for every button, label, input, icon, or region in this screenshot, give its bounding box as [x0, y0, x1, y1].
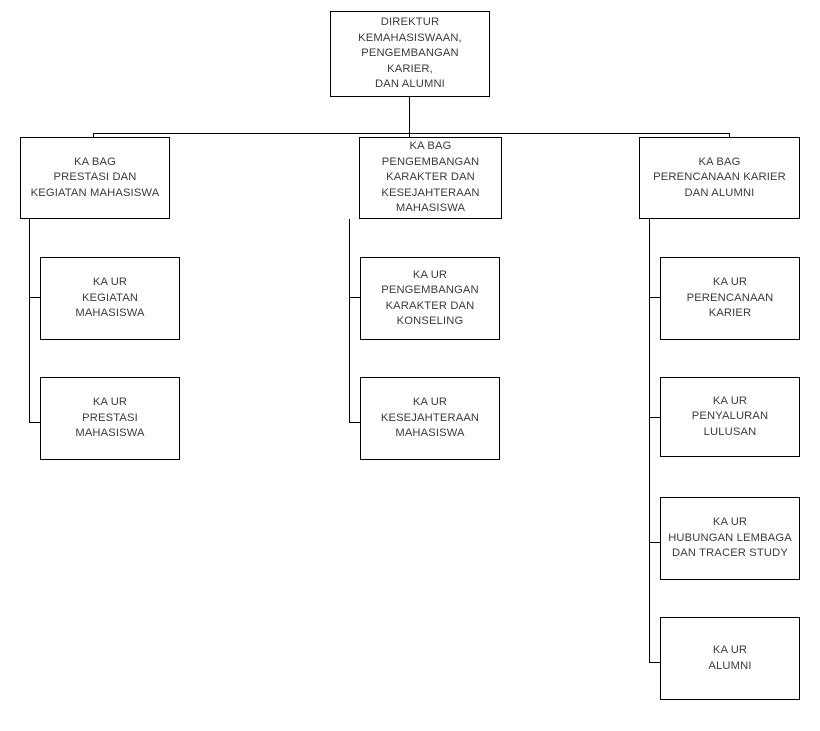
connector-stub-ur-penyaluran-lulusan — [649, 417, 661, 419]
node-direktur-label: DIREKTUR KEMAHASISWAAN, PENGEMBANGAN KAR… — [358, 16, 462, 91]
node-ka-ur-pengembangan-karakter-konseling[interactable]: KA UR PENGEMBANGAN KARAKTER DAN KONSELIN… — [360, 257, 500, 340]
node-ka-ur-penyaluran-lulusan[interactable]: KA UR PENYALURAN LULUSAN — [660, 377, 800, 457]
node-ka-bag-prestasi-label: KA BAG PRESTASI DAN KEGIATAN MAHASISWA — [30, 155, 160, 199]
node-ka-ur-hubungan-lembaga-label: KA UR HUBUNGAN LEMBAGA DAN TRACER STUDY — [668, 516, 792, 560]
node-ka-ur-kegiatan-mahasiswa[interactable]: KA UR KEGIATAN MAHASISWA — [40, 257, 180, 340]
connector-level2-bus — [93, 133, 730, 135]
node-direktur[interactable]: DIREKTUR KEMAHASISWAAN, PENGEMBANGAN KAR… — [330, 11, 490, 97]
node-ka-bag-perencanaan-karier[interactable]: KA BAG PERENCANAAN KARIER DAN ALUMNI — [639, 137, 800, 219]
node-ka-bag-pengembangan-karakter-label: KA BAG PENGEMBANGAN KARAKTER DAN KESEJAH… — [381, 140, 480, 215]
node-ka-ur-penyaluran-lulusan-label: KA UR PENYALURAN LULUSAN — [691, 394, 769, 438]
connector-stub-ur-kegiatan-mahasiswa — [29, 297, 41, 299]
node-ka-ur-perencanaan-karier-label: KA UR PERENCANAAN KARIER — [686, 276, 774, 320]
node-ka-ur-kesejahteraan-mahasiswa[interactable]: KA UR KESEJAHTERAAN MAHASISWA — [360, 377, 500, 460]
connector-spine-branch-1 — [29, 219, 31, 423]
node-ka-ur-hubungan-lembaga[interactable]: KA UR HUBUNGAN LEMBAGA DAN TRACER STUDY — [660, 497, 800, 580]
node-ka-bag-pengembangan-karakter[interactable]: KA BAG PENGEMBANGAN KARAKTER DAN KESEJAH… — [359, 137, 502, 219]
node-ka-ur-perencanaan-karier[interactable]: KA UR PERENCANAAN KARIER — [660, 257, 800, 340]
connector-spine-branch-2 — [349, 219, 351, 423]
connector-stub-ur-kesejahteraan-mahasiswa — [349, 422, 361, 424]
connector-stub-ur-alumni — [649, 662, 661, 664]
node-ka-ur-prestasi-mahasiswa[interactable]: KA UR PRESTASI MAHASISWA — [40, 377, 180, 460]
node-ka-ur-kesejahteraan-mahasiswa-label: KA UR KESEJAHTERAAN MAHASISWA — [380, 396, 480, 440]
connector-stub-ur-perencanaan-karier — [649, 297, 661, 299]
node-ka-bag-perencanaan-karier-label: KA BAG PERENCANAAN KARIER DAN ALUMNI — [653, 155, 786, 199]
connector-spine-branch-3 — [649, 219, 651, 663]
node-ka-ur-alumni-label: KA UR ALUMNI — [708, 644, 752, 672]
node-ka-ur-kegiatan-mahasiswa-label: KA UR KEGIATAN MAHASISWA — [75, 276, 145, 320]
node-ka-bag-prestasi[interactable]: KA BAG PRESTASI DAN KEGIATAN MAHASISWA — [20, 137, 170, 219]
connector-stub-ur-prestasi-mahasiswa — [29, 422, 41, 424]
node-ka-ur-pengembangan-karakter-konseling-label: KA UR PENGEMBANGAN KARAKTER DAN KONSELIN… — [381, 268, 479, 327]
node-ka-ur-alumni[interactable]: KA UR ALUMNI — [660, 617, 800, 700]
connector-stub-ur-pengembangan-karakter-konseling — [349, 297, 361, 299]
connector-stub-ur-hubungan-lembaga — [649, 542, 661, 544]
connector-root-stem — [409, 96, 411, 134]
node-ka-ur-prestasi-mahasiswa-label: KA UR PRESTASI MAHASISWA — [75, 396, 145, 440]
